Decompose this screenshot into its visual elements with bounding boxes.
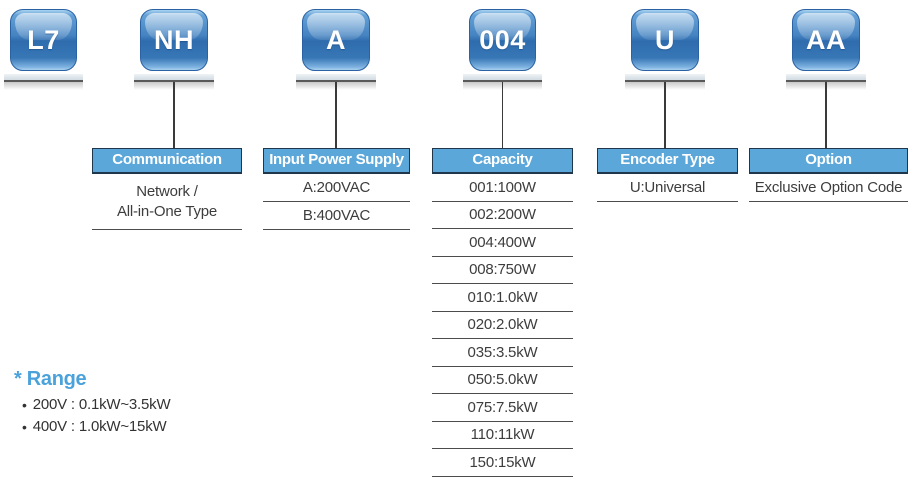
badge-u-label: U — [655, 24, 675, 55]
capacity-row: 010:1.0kW — [432, 284, 573, 312]
capacity-row: 075:7.5kW — [432, 394, 573, 422]
column-header-option: Option — [749, 148, 908, 174]
capacity-row: 004:400W — [432, 229, 573, 257]
column-header-capacity: Capacity — [432, 148, 573, 174]
range-note-item: • 200V : 0.1kW~3.5kW — [14, 396, 171, 413]
capacity-row: 050:5.0kW — [432, 367, 573, 394]
connector-line-input-power — [335, 82, 337, 148]
bullet-icon: • — [22, 396, 27, 413]
range-note-item-text: 200V : 0.1kW~3.5kW — [32, 396, 171, 413]
encoder-type-rows: U:Universal — [597, 174, 738, 202]
badge-aa: AA — [792, 9, 860, 71]
option-row: Exclusive Option Code — [749, 174, 908, 202]
badge-nh-label: NH — [154, 24, 194, 55]
badge-004: 004 — [469, 9, 536, 71]
badge-aa-label: AA — [806, 24, 846, 55]
option-rows: Exclusive Option Code — [749, 174, 908, 202]
badge-a-label: A — [326, 24, 346, 55]
badge-l7: L7 — [10, 9, 77, 71]
input-power-row: A:200VAC — [263, 174, 410, 202]
communication-value: Network / All-in-One Type — [92, 174, 242, 230]
badge-004-label: 004 — [479, 24, 526, 55]
range-note-title: * Range — [14, 368, 87, 390]
badge-u: U — [631, 9, 699, 71]
communication-line1: Network / — [136, 182, 198, 200]
capacity-row: 002:200W — [432, 202, 573, 229]
bullet-icon: • — [22, 418, 27, 435]
communication-line2: All-in-One Type — [116, 202, 218, 220]
capacity-row: 001:100W — [432, 174, 573, 202]
connector-line-encoder-type — [664, 82, 666, 148]
connector-line-communication — [173, 82, 175, 148]
capacity-row: 020:2.0kW — [432, 312, 573, 339]
column-header-input-power: Input Power Supply — [263, 148, 410, 174]
range-note-item: • 400V : 1.0kW~15kW — [14, 418, 170, 435]
range-note-item-text: 400V : 1.0kW~15kW — [32, 418, 167, 435]
capacity-rows: 001:100W 002:200W 004:400W 008:750W 010:… — [432, 174, 573, 477]
capacity-row: 035:3.5kW — [432, 339, 573, 367]
capacity-row: 110:11kW — [432, 422, 573, 449]
badge-a: A — [302, 9, 370, 71]
capacity-row: 150:15kW — [432, 449, 573, 477]
badge-nh: NH — [140, 9, 208, 71]
connector-line-capacity — [501, 82, 503, 148]
connector-line-option — [825, 82, 827, 148]
encoder-type-row: U:Universal — [597, 174, 738, 202]
input-power-rows: A:200VAC B:400VAC — [263, 174, 410, 230]
badge-l7-shadow — [4, 74, 83, 90]
range-note: * Range • 200V : 0.1kW~3.5kW • 400V : 1.… — [14, 368, 171, 435]
column-header-communication: Communication — [92, 148, 242, 174]
capacity-row: 008:750W — [432, 257, 573, 284]
communication-rows: Network / All-in-One Type — [92, 174, 242, 230]
column-header-encoder-type: Encoder Type — [597, 148, 738, 174]
badge-l7-label: L7 — [27, 24, 60, 55]
input-power-row: B:400VAC — [263, 202, 410, 230]
